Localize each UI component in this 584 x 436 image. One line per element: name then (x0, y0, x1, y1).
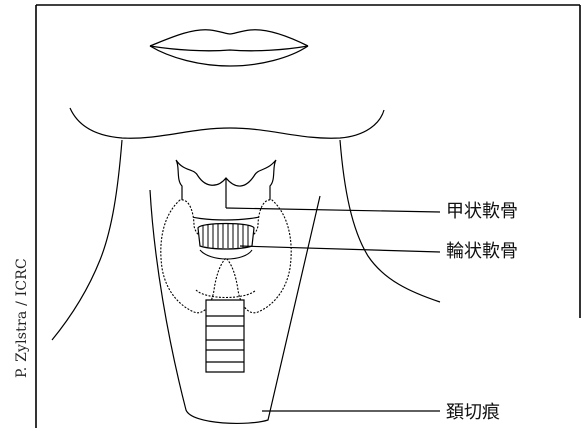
trachea (206, 300, 244, 372)
label-suprasternal-notch: 頚切痕 (446, 404, 500, 422)
label-thyroid-cartilage: 甲状軟骨 (446, 203, 518, 221)
thyroid-cartilage-leader (226, 208, 440, 212)
lips (150, 30, 308, 66)
jaw-line (70, 108, 384, 138)
image-credit: P. Zylstra / ICRC (14, 258, 30, 378)
label-cricoid-cartilage: 輪状軟骨 (446, 243, 518, 261)
thyroid-gland (161, 200, 291, 313)
